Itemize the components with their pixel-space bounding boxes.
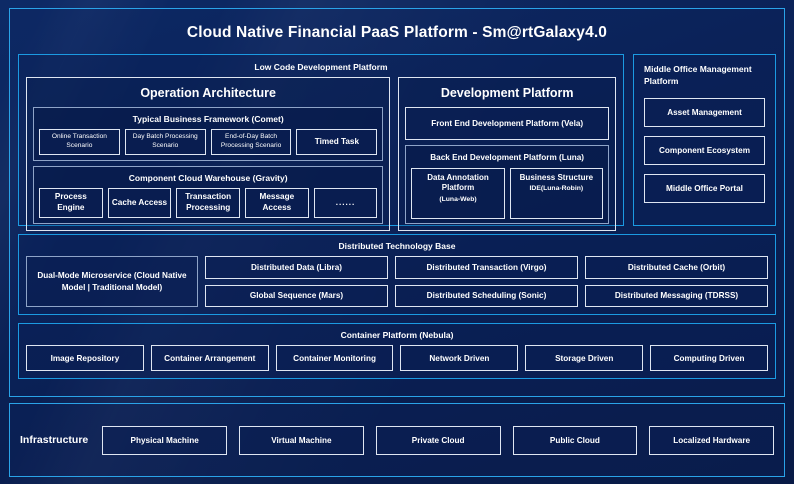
container-platform: Container Platform (Nebula) Image Reposi…	[18, 323, 776, 379]
warehouse-item[interactable]: Transaction Processing	[176, 188, 241, 218]
development-platform: Development Platform Front End Developme…	[398, 77, 616, 231]
distributed-item[interactable]: Distributed Messaging (TDRSS)	[585, 284, 768, 307]
container-platform-title: Container Platform (Nebula)	[340, 330, 454, 340]
distributed-item[interactable]: Distributed Cache (Orbit)	[585, 256, 768, 279]
container-item[interactable]: Image Repository	[26, 345, 144, 371]
operation-architecture-title: Operation Architecture	[140, 86, 276, 100]
warehouse-item-row: Process Engine Cache Access Transaction …	[39, 188, 378, 218]
operation-architecture: Operation Architecture Typical Business …	[26, 77, 391, 231]
infrastructure-label: Infrastructure	[20, 434, 89, 446]
back-end-item-row: Data Annotation Platform (Luna-Web) Busi…	[411, 168, 604, 219]
framework-item[interactable]: Online Transaction Scenario	[39, 129, 120, 155]
framework-item[interactable]: Day Batch Processing Scenario	[124, 129, 206, 155]
container-item[interactable]: Container Monitoring	[275, 345, 394, 371]
middle-office-management-platform: Middle Office Management Platform Asset …	[633, 54, 776, 226]
container-item[interactable]: Storage Driven	[525, 345, 644, 371]
middle-office-item-asset-management[interactable]: Asset Management	[644, 97, 765, 127]
middle-office-title: Middle Office Management Platform	[644, 64, 752, 87]
typical-business-framework-title: Typical Business Framework (Comet)	[132, 114, 284, 124]
back-end-item-sub: IDE(Luna-Robin)	[529, 185, 584, 193]
distributed-column: Distributed Cache (Orbit) Distributed Me…	[585, 256, 768, 307]
warehouse-item-more[interactable]: ......	[313, 188, 378, 218]
warehouse-item[interactable]: Message Access	[245, 188, 309, 218]
distributed-item[interactable]: Global Sequence (Mars)	[205, 284, 388, 307]
middle-office-item-component-ecosystem[interactable]: Component Ecosystem	[644, 135, 765, 165]
back-end-item-main: Data Annotation Platform	[427, 173, 489, 193]
back-end-title: Back End Development Platform (Luna)	[430, 153, 585, 162]
infrastructure-item[interactable]: Public Cloud	[512, 425, 638, 455]
distributed-column: Distributed Transaction (Virgo) Distribu…	[395, 256, 578, 307]
development-platform-title: Development Platform	[440, 86, 574, 100]
warehouse-item[interactable]: Process Engine	[39, 188, 103, 218]
low-code-body: Operation Architecture Typical Business …	[26, 77, 616, 231]
container-item[interactable]: Container Arrangement	[150, 345, 269, 371]
warehouse-item[interactable]: Cache Access	[107, 188, 172, 218]
upper-row: Low Code Development Platform Operation …	[18, 54, 776, 231]
infrastructure-item[interactable]: Private Cloud	[375, 425, 501, 455]
framework-item-row: Online Transaction Scenario Day Batch Pr…	[39, 129, 378, 155]
container-item[interactable]: Network Driven	[400, 345, 519, 371]
distributed-item[interactable]: Distributed Scheduling (Sonic)	[395, 284, 578, 307]
back-end-item-main: Business Structure	[519, 173, 594, 182]
distributed-item[interactable]: Distributed Data (Libra)	[205, 256, 388, 279]
front-end-development-platform[interactable]: Front End Development Platform (Vela)	[405, 107, 609, 140]
back-end-item[interactable]: Data Annotation Platform (Luna-Web)	[411, 168, 505, 219]
component-cloud-warehouse: Component Cloud Warehouse (Gravity) Proc…	[33, 166, 384, 224]
infrastructure-item[interactable]: Localized Hardware	[649, 425, 775, 455]
container-item[interactable]: Computing Driven	[650, 345, 768, 371]
framework-item[interactable]: End-of-Day Batch Processing Scenario	[210, 129, 292, 155]
framework-item[interactable]: Timed Task	[296, 129, 378, 155]
infrastructure-item[interactable]: Virtual Machine	[239, 425, 364, 455]
infrastructure-frame: Infrastructure Physical Machine Virtual …	[9, 403, 785, 477]
infrastructure-item[interactable]: Physical Machine	[102, 425, 228, 455]
page-title: Cloud Native Financial PaaS Platform - S…	[186, 24, 608, 41]
platform-frame: Cloud Native Financial PaaS Platform - S…	[9, 8, 785, 397]
distributed-technology-base: Distributed Technology Base Dual-Mode Mi…	[18, 234, 776, 315]
distributed-body: Dual-Mode Microservice (Cloud Native Mod…	[26, 256, 768, 307]
back-end-item[interactable]: Business Structure IDE(Luna-Robin)	[509, 168, 604, 219]
distributed-technology-base-title: Distributed Technology Base	[338, 241, 456, 251]
low-code-development-platform: Low Code Development Platform Operation …	[18, 54, 624, 231]
back-end-item-sub: (Luna-Web)	[439, 195, 477, 203]
distributed-column: Distributed Data (Libra) Global Sequence…	[205, 256, 388, 307]
distributed-item[interactable]: Distributed Transaction (Virgo)	[395, 256, 578, 279]
dual-mode-microservice[interactable]: Dual-Mode Microservice (Cloud Native Mod…	[26, 256, 198, 307]
component-cloud-warehouse-title: Component Cloud Warehouse (Gravity)	[128, 173, 288, 183]
typical-business-framework: Typical Business Framework (Comet) Onlin…	[33, 107, 384, 161]
back-end-development-platform: Back End Development Platform (Luna) Dat…	[405, 145, 609, 224]
middle-office-item-portal[interactable]: Middle Office Portal	[644, 173, 765, 203]
container-item-row: Image Repository Container Arrangement C…	[26, 345, 768, 371]
low-code-title: Low Code Development Platform	[254, 62, 388, 72]
infrastructure-item-row: Physical Machine Virtual Machine Private…	[102, 425, 775, 455]
